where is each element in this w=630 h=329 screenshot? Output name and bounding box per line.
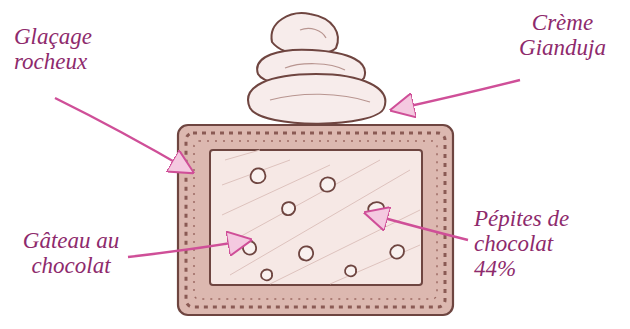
chocolate-chips — [243, 168, 404, 280]
chocolate-chip — [299, 246, 313, 260]
chocolate-chip — [320, 177, 335, 191]
glaze-texture — [194, 141, 437, 299]
cream-shading — [270, 28, 370, 102]
leader-arrow — [55, 98, 192, 172]
cake-label: Gâteau au chocolat — [6, 228, 136, 278]
chocolate-cake — [210, 150, 422, 285]
glaze-texture — [186, 133, 445, 307]
glaze-layer — [178, 125, 453, 315]
cream-bottom — [248, 74, 385, 124]
chocolate-chip — [251, 168, 266, 183]
chocolate-chip — [390, 245, 404, 258]
chocolate-chip — [345, 266, 356, 277]
chocolate-chip — [243, 241, 256, 254]
leader-arrow — [392, 80, 520, 110]
chocolate-chip — [261, 270, 272, 281]
glaze-label: Glaçage rocheux — [14, 24, 124, 74]
leader-arrow — [366, 213, 468, 240]
chocolate-chip — [282, 202, 295, 215]
cake-hatching — [222, 150, 420, 284]
chips-label: Pépites de chocolat 44% — [474, 206, 584, 281]
cream-top — [272, 13, 338, 55]
cream-label: Crème Gianduja — [505, 10, 620, 60]
leader-arrow — [128, 240, 250, 257]
